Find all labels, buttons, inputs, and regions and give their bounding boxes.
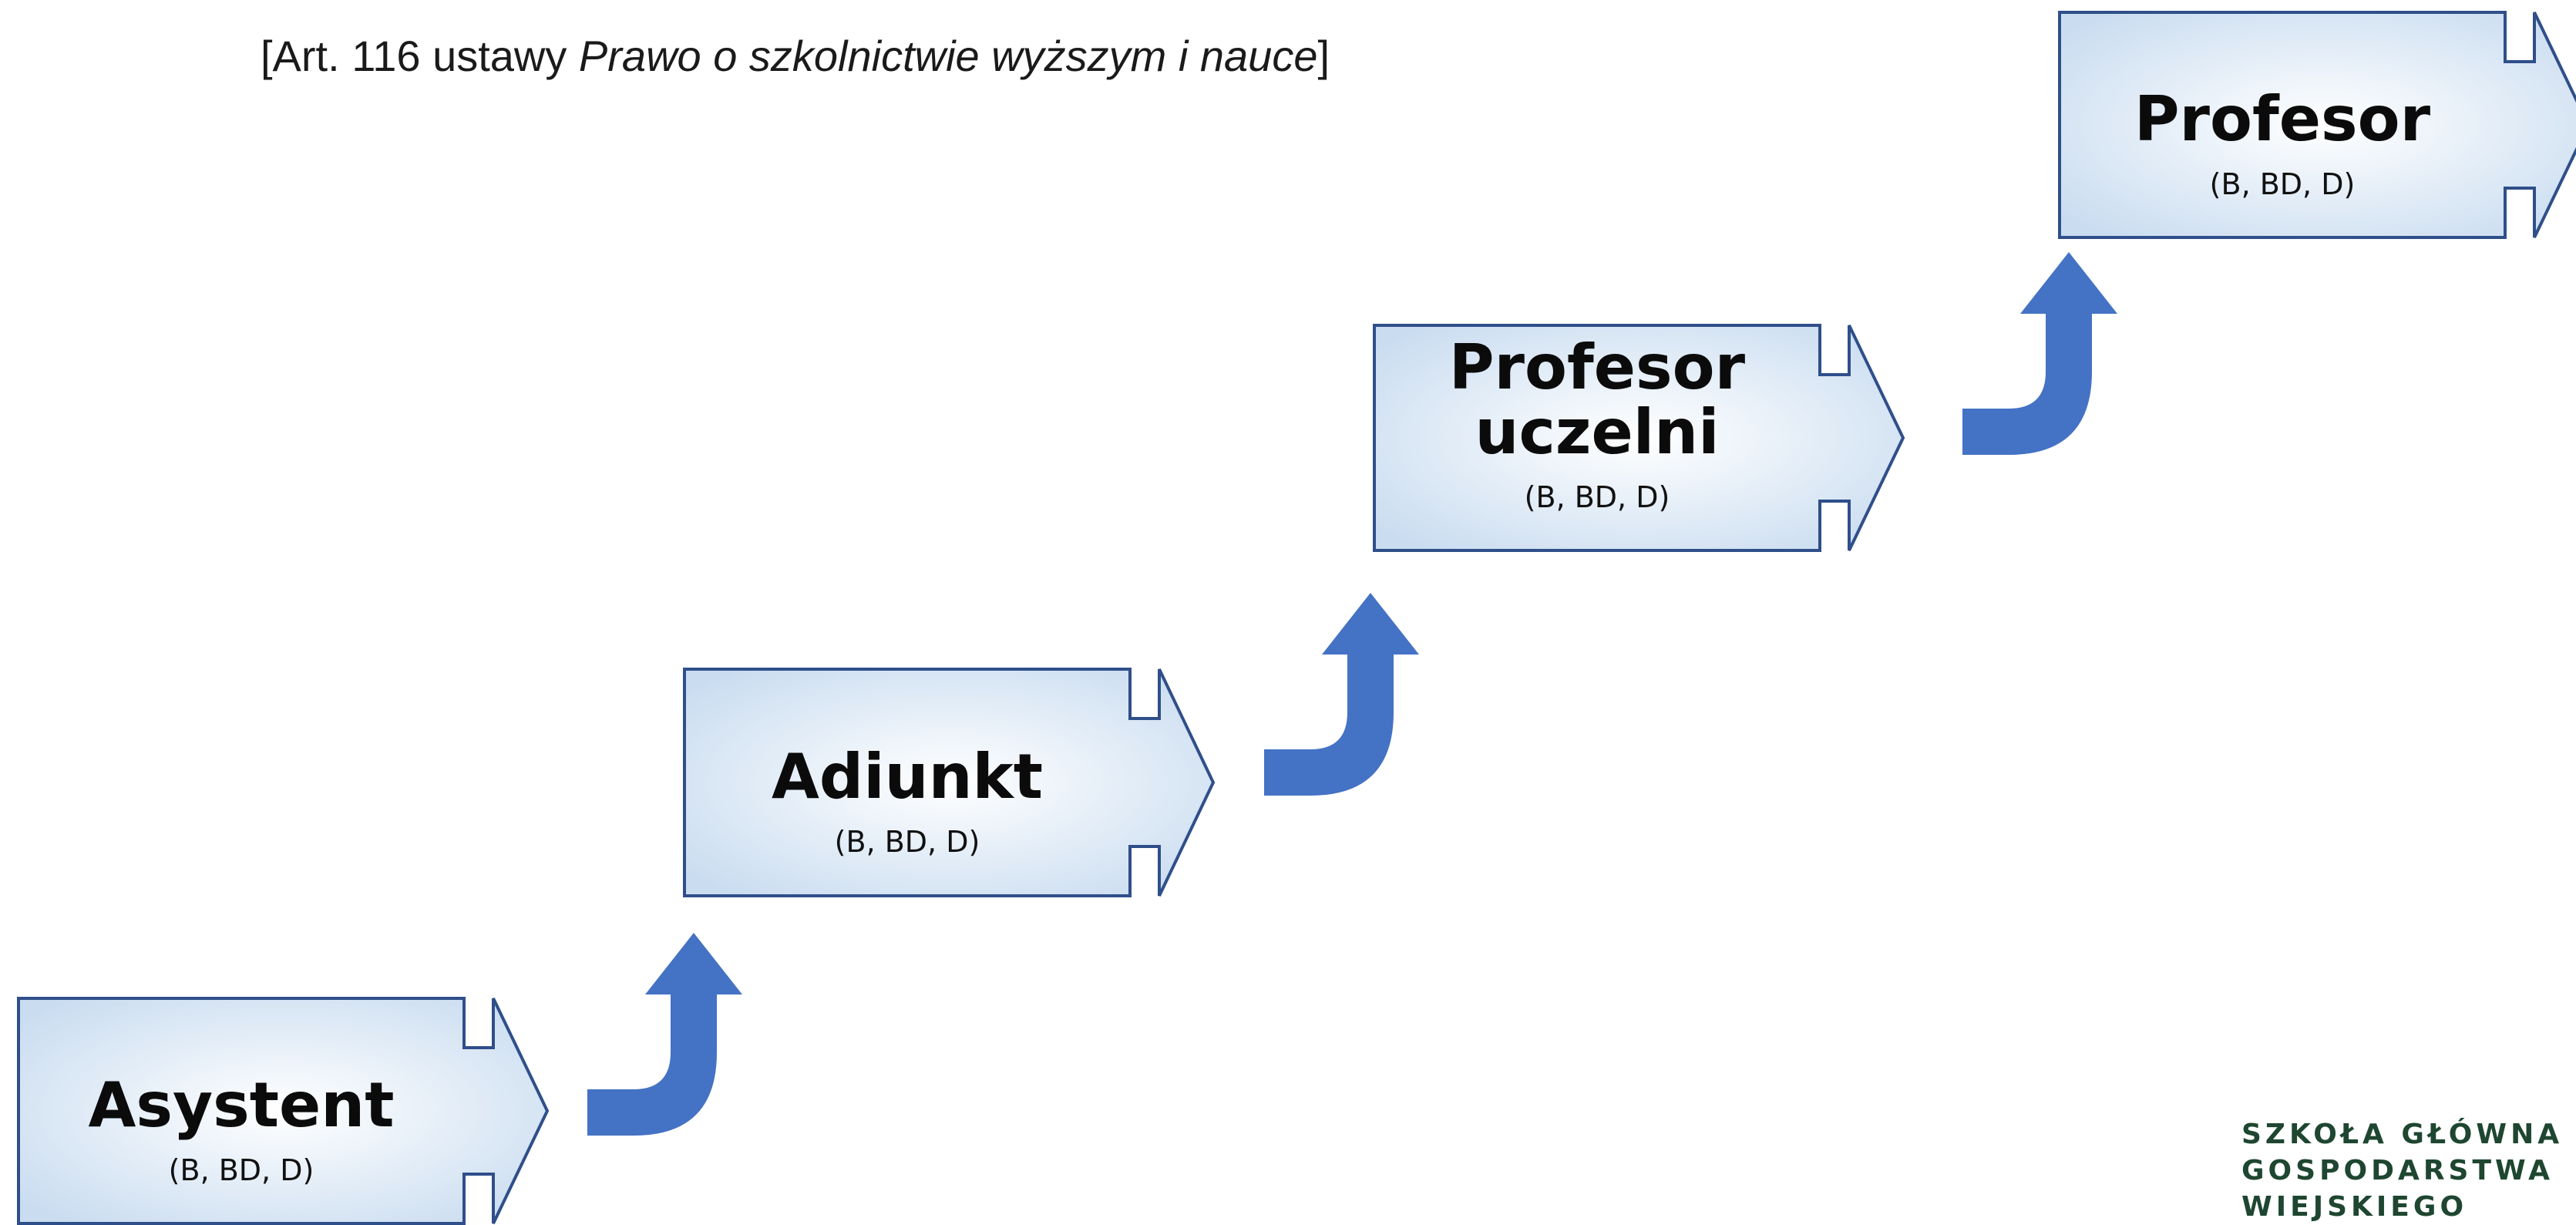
bent-up-arrow-icon xyxy=(1962,252,2117,455)
step-adiunkt: Adiunkt (B, BD, D) xyxy=(683,668,1216,897)
logo-line-3: WIEJSKIEGO xyxy=(2241,1191,2468,1223)
legal-reference-caption: [Art. 116 ustawy Prawo o szkolnictwie wy… xyxy=(261,31,1330,81)
step-subtitle-adiunkt: (B, BD, D) xyxy=(835,825,980,859)
step-title-profesor-uczelni-line-2: uczelni xyxy=(1475,396,1720,468)
step-subtitle-profesor: (B, BD, D) xyxy=(2210,167,2356,201)
bent-up-arrow-icon xyxy=(1264,593,1419,796)
caption-prefix: [Art. 116 ustawy xyxy=(261,32,579,80)
step-subtitle-profesor-uczelni: (B, BD, D) xyxy=(1525,480,1670,514)
step-title-profesor: Profesor xyxy=(2134,83,2431,155)
chevron-box-asystent xyxy=(17,997,550,1225)
step-title-asystent: Asystent xyxy=(89,1069,395,1141)
caption-law-title: Prawo o szkolnictwie wyższym i nauce xyxy=(578,32,1318,80)
logo-line-1: SZKOŁA GŁÓWNA xyxy=(2241,1119,2564,1150)
step-title-profesor-uczelni-line-1: Profesor xyxy=(1449,331,1746,403)
step-subtitle-asystent: (B, BD, D) xyxy=(169,1153,314,1187)
caption-suffix: ] xyxy=(1317,32,1330,80)
sggw-logo: SZKOŁA GŁÓWNA GOSPODARSTWA WIEJSKIEGO xyxy=(2241,1116,2563,1225)
step-asystent: Asystent (B, BD, D) xyxy=(17,997,550,1225)
step-title-adiunkt: Adiunkt xyxy=(772,741,1043,813)
chevron-box-profesor xyxy=(2058,11,2576,239)
chevron-box-adiunkt xyxy=(683,668,1216,897)
bent-up-arrow-icon xyxy=(587,933,742,1136)
chevron-box-profesor-uczelni xyxy=(1373,324,1905,552)
logo-line-2: GOSPODARSTWA xyxy=(2241,1155,2554,1186)
step-profesor: Profesor (B, BD, D) xyxy=(2058,11,2576,239)
